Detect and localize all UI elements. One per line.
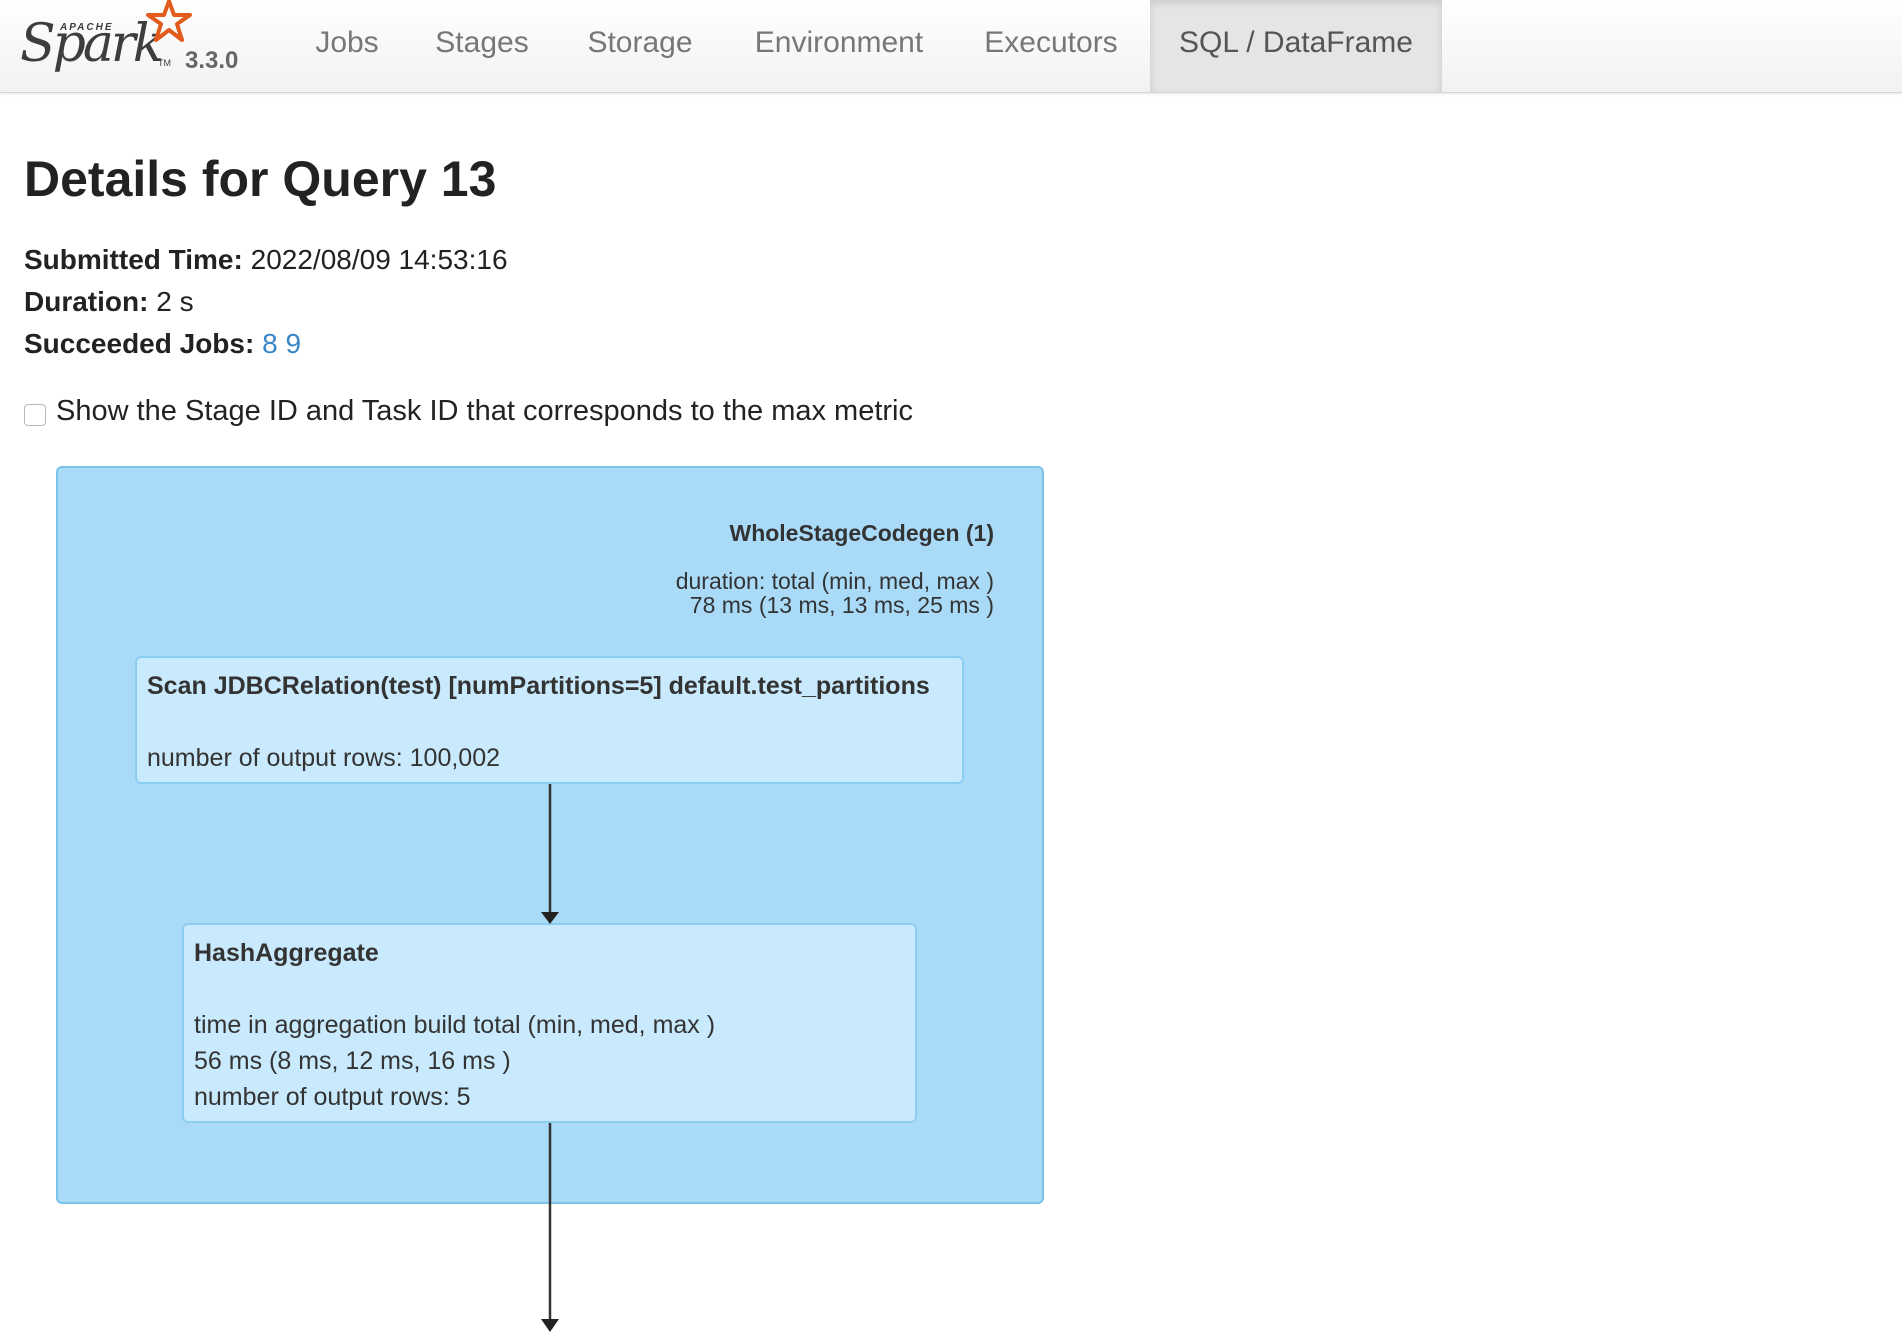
succeeded-jobs-row: Succeeded Jobs: 8 9 bbox=[24, 328, 301, 360]
submitted-time-value: 2022/08/09 14:53:16 bbox=[250, 244, 508, 275]
apache-label: APACHE bbox=[60, 22, 114, 33]
hash-node-output-rows: number of output rows: 5 bbox=[194, 1083, 471, 1111]
scan-jdbc-node[interactable]: Scan JDBCRelation(test) [numPartitions=5… bbox=[135, 656, 964, 784]
spark-wordmark: Spark bbox=[20, 14, 164, 74]
top-navbar: APACHE Spark TM 3.3.0 Jobs Stages Storag… bbox=[0, 0, 1902, 93]
tab-stages[interactable]: Stages bbox=[435, 26, 529, 59]
cluster-metric-label: duration: total (min, med, max ) bbox=[675, 568, 994, 594]
hash-node-title: HashAggregate bbox=[194, 939, 379, 967]
cluster-duration-metric: duration: total (min, med, max ) 78 ms (… bbox=[676, 569, 994, 617]
max-metric-checkbox-label[interactable]: Show the Stage ID and Task ID that corre… bbox=[56, 395, 914, 427]
cluster-metric-value: 78 ms (13 ms, 13 ms, 25 ms ) bbox=[689, 592, 994, 618]
succeeded-jobs-label: Succeeded Jobs: bbox=[24, 328, 255, 359]
cluster-title: WholeStageCodegen (1) bbox=[729, 520, 994, 546]
trademark-label: TM bbox=[158, 58, 171, 68]
duration-row: Duration: 2 s bbox=[24, 286, 194, 318]
duration-value: 2 s bbox=[156, 286, 194, 317]
spark-version: 3.3.0 bbox=[185, 47, 239, 74]
edge-arrowhead-2 bbox=[541, 1319, 559, 1332]
tab-sql-dataframe[interactable]: SQL / DataFrame bbox=[1150, 0, 1442, 92]
hash-node-metric-value: 56 ms (8 ms, 12 ms, 16 ms ) bbox=[194, 1047, 511, 1075]
hash-node-metric-label: time in aggregation build total (min, me… bbox=[194, 1011, 716, 1039]
submitted-time-label: Submitted Time: bbox=[24, 244, 243, 275]
hash-aggregate-node[interactable]: HashAggregate time in aggregation build … bbox=[182, 923, 917, 1123]
tab-environment[interactable]: Environment bbox=[754, 26, 924, 59]
tab-executors[interactable]: Executors bbox=[984, 26, 1118, 59]
job-link-8[interactable]: 8 bbox=[262, 328, 278, 359]
spark-logo[interactable]: APACHE Spark TM 3.3.0 bbox=[20, 0, 260, 92]
scan-node-title: Scan JDBCRelation(test) [numPartitions=5… bbox=[147, 672, 930, 700]
job-link-9[interactable]: 9 bbox=[285, 328, 302, 359]
submitted-time-row: Submitted Time: 2022/08/09 14:53:16 bbox=[24, 244, 508, 276]
tab-jobs[interactable]: Jobs bbox=[315, 26, 379, 59]
scan-node-output-rows: number of output rows: 100,002 bbox=[147, 744, 501, 772]
tab-storage[interactable]: Storage bbox=[587, 26, 693, 59]
spark-star-icon bbox=[146, 0, 192, 42]
duration-label: Duration: bbox=[24, 286, 149, 317]
max-metric-checkbox[interactable] bbox=[24, 404, 46, 426]
page-title: Details for Query 13 bbox=[24, 151, 497, 207]
